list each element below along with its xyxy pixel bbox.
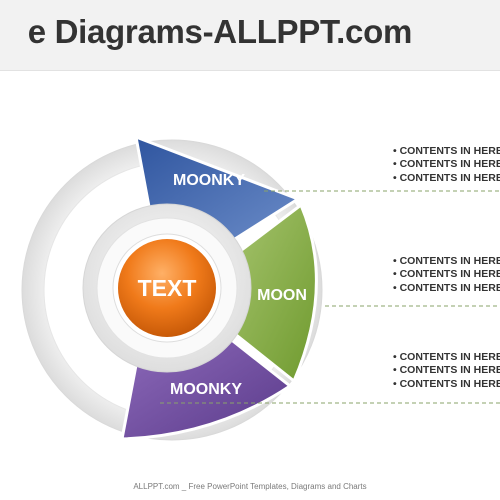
bullet-item: • CONTENTS IN HERE (393, 281, 500, 294)
bullet-item: • CONTENTS IN HERE (393, 171, 500, 184)
segment-label-moonky-top: MOONKY (173, 172, 245, 189)
bullet-group-1: • CONTENTS IN HERE • CONTENTS IN HERE • … (393, 145, 500, 185)
bullet-item: • CONTENTS IN HERE (393, 364, 500, 377)
segment-moon (228, 203, 318, 383)
segment-label-moon: MOON (257, 287, 307, 304)
center-label: TEXT (138, 275, 197, 301)
bullet-item: • CONTENTS IN HERE (393, 158, 500, 171)
bullet-group-3: • CONTENTS IN HERE • CONTENTS IN HERE • … (393, 351, 500, 391)
bullet-item: • CONTENTS IN HERE (393, 145, 500, 157)
segment-label-moonky-bottom: MOONKY (170, 381, 242, 398)
bullet-item: • CONTENTS IN HERE (393, 351, 500, 363)
bullet-item: • CONTENTS IN HERE (393, 255, 500, 267)
bullet-item: • CONTENTS IN HERE (393, 268, 500, 281)
center-circle (118, 239, 216, 337)
title-bar: e Diagrams-ALLPPT.com (0, 0, 500, 71)
page-title: e Diagrams-ALLPPT.com (27, 13, 413, 50)
bullet-group-2: • CONTENTS IN HERE • CONTENTS IN HERE • … (393, 255, 500, 295)
bullet-item: • CONTENTS IN HERE (393, 377, 500, 390)
footer-credit: ALLPPT.com _ Free PowerPoint Templates, … (133, 482, 367, 491)
